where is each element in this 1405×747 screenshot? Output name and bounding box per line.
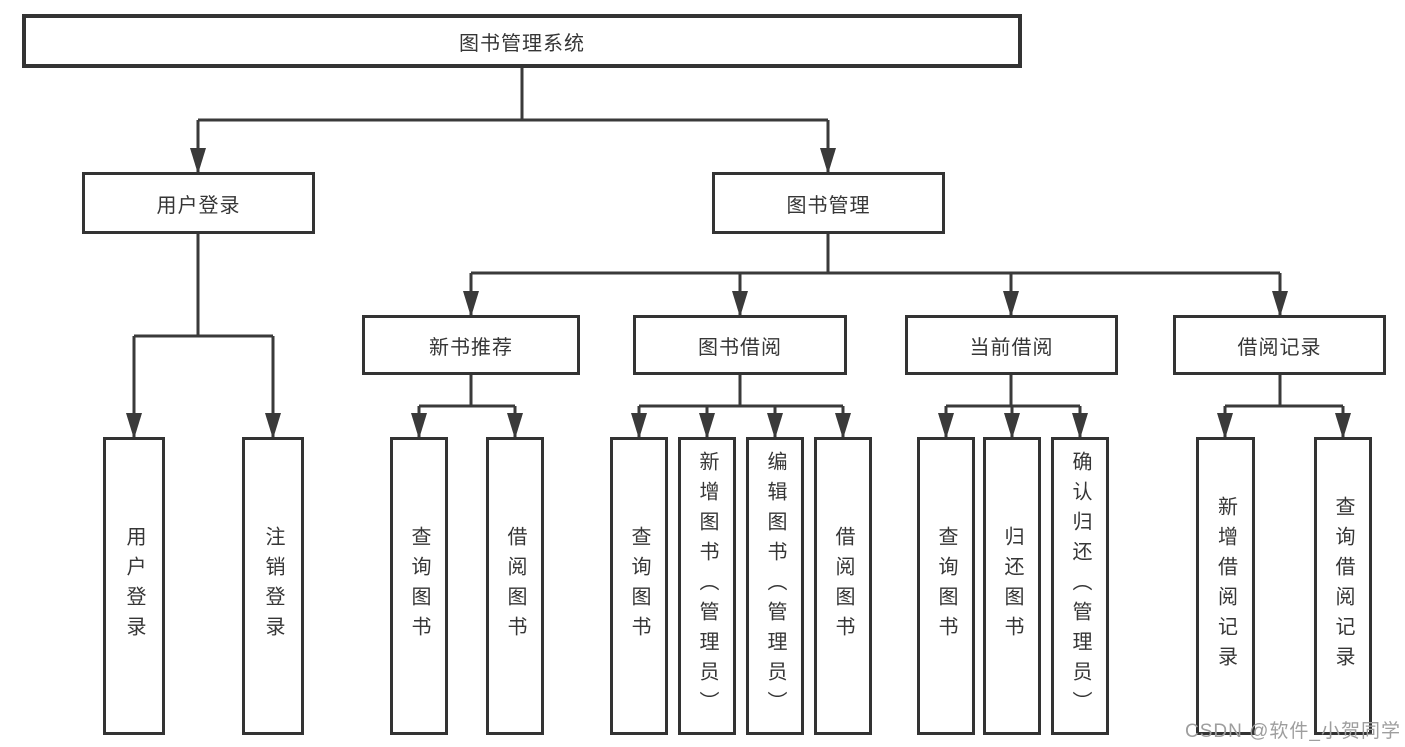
node-new-book-recommend: 新书推荐 [362,315,580,375]
leaf-current-return-books-label: 归还图书 [1001,526,1023,646]
leaf-borrow-edit-books-admin-label: 编辑图书（管理员） [764,451,786,721]
arrowheads [126,148,1351,439]
leaf-borrow-query-books-label: 查询图书 [628,526,650,646]
leaf-borrow-edit-books-admin: 编辑图书（管理员） [746,437,804,735]
node-borrowing-records-label: 借阅记录 [1237,336,1322,359]
leaf-current-confirm-return-admin: 确认归还（管理员） [1051,437,1109,735]
leaf-records-query-record-label: 查询借阅记录 [1332,496,1354,676]
leaf-records-add-record-label: 新增借阅记录 [1214,496,1237,676]
node-current-borrowing-label: 当前借阅 [969,336,1054,359]
node-user-login-branch: 用户登录 [82,172,315,234]
leaf-logout-label: 注销登录 [262,526,284,646]
leaf-current-query-books: 查询图书 [917,437,975,735]
leaf-newbook-borrow-books-label: 借阅图书 [504,526,526,646]
leaf-newbook-query-books: 查询图书 [390,437,448,735]
node-book-management-label: 图书管理 [786,194,871,217]
csdn-watermark: CSDN @软件_小贺同学 [1185,721,1401,742]
leaf-user-login: 用户登录 [103,437,165,735]
node-new-book-recommend-label: 新书推荐 [429,336,513,359]
node-library-system-label: 图书管理系统 [459,32,585,55]
leaf-user-login-label: 用户登录 [123,526,145,646]
leaf-records-add-record: 新增借阅记录 [1196,437,1255,735]
leaf-newbook-borrow-books: 借阅图书 [486,437,544,735]
leaf-current-return-books: 归还图书 [983,437,1041,735]
node-current-borrowing: 当前借阅 [905,315,1118,375]
leaf-borrow-add-books-admin-label: 新增图书（管理员） [696,451,718,721]
leaf-borrow-borrow-books-label: 借阅图书 [832,526,854,646]
leaf-borrow-add-books-admin: 新增图书（管理员） [678,437,736,735]
node-book-management: 图书管理 [712,172,945,234]
leaf-current-confirm-return-admin-label: 确认归还（管理员） [1069,451,1091,721]
leaf-records-query-record: 查询借阅记录 [1314,437,1372,735]
node-book-borrowing: 图书借阅 [633,315,847,375]
leaf-borrow-query-books: 查询图书 [610,437,668,735]
leaf-current-query-books-label: 查询图书 [935,526,957,646]
leaf-logout: 注销登录 [242,437,304,735]
leaf-borrow-borrow-books: 借阅图书 [814,437,872,735]
node-book-borrowing-label: 图书借阅 [698,336,782,359]
node-library-system: 图书管理系统 [22,14,1022,68]
node-user-login-branch-label: 用户登录 [156,194,241,217]
node-borrowing-records: 借阅记录 [1173,315,1386,375]
leaf-newbook-query-books-label: 查询图书 [408,526,430,646]
